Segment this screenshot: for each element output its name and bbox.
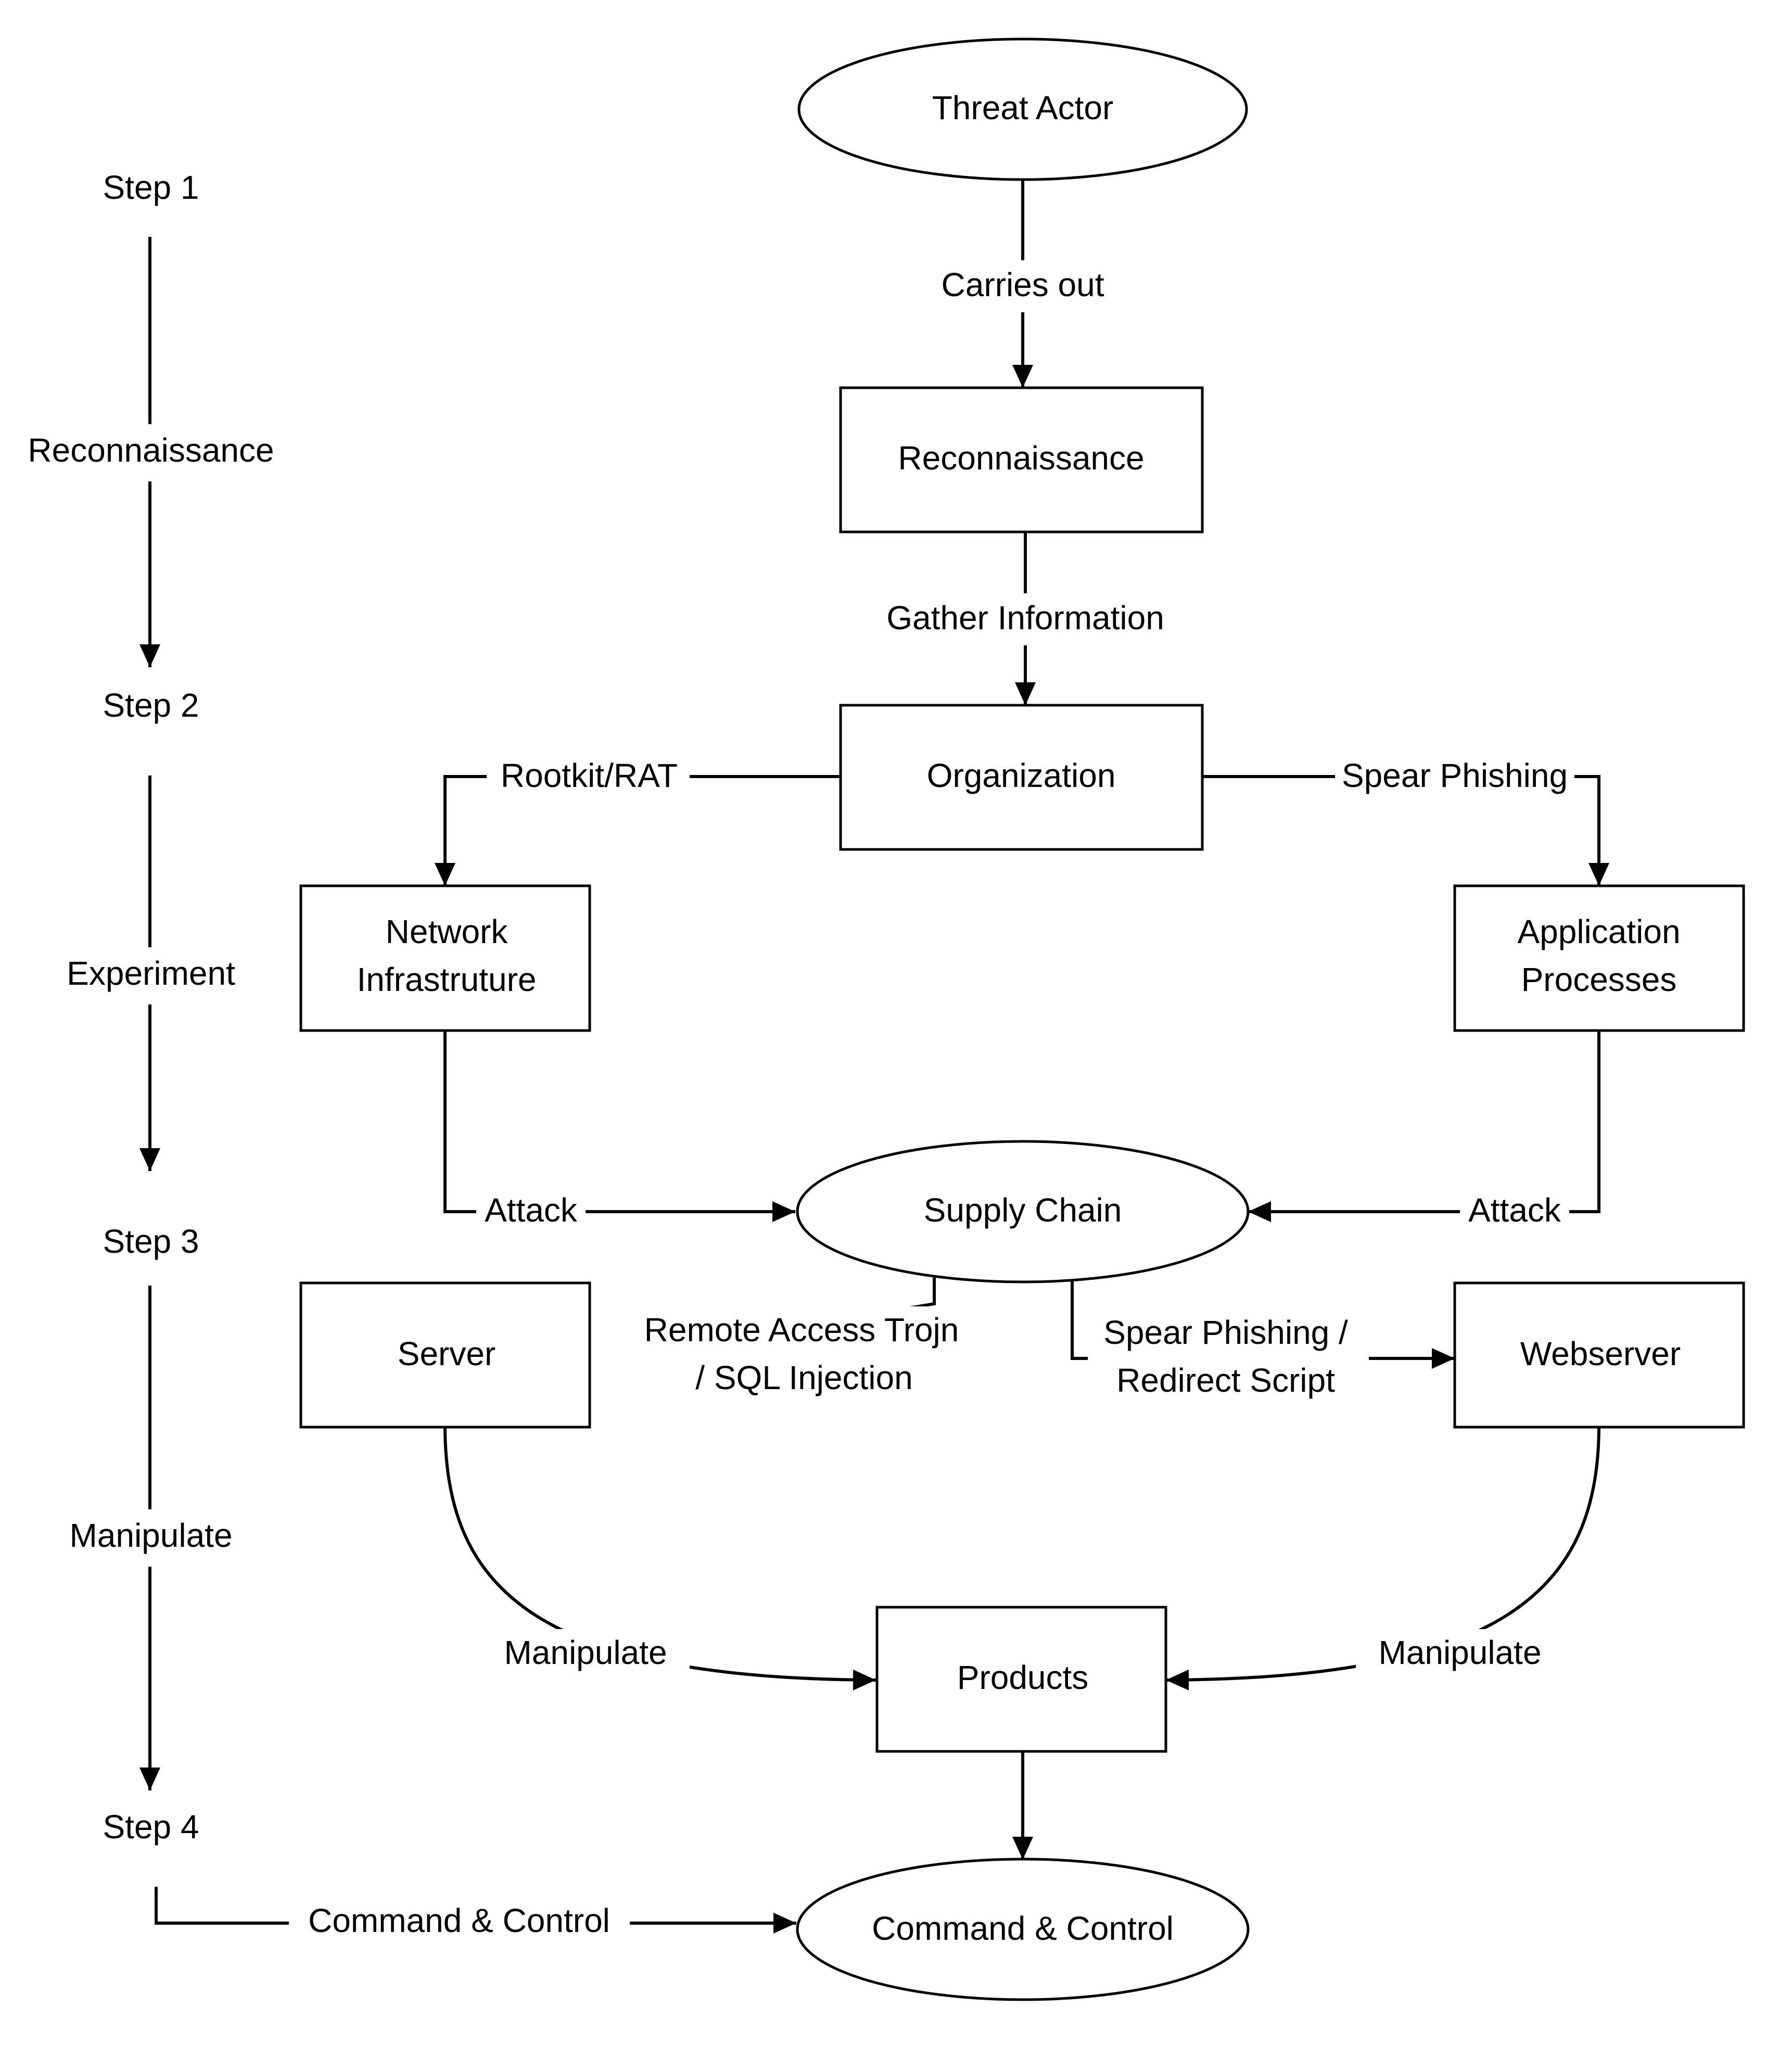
edge-rootkit-rat bbox=[435, 775, 841, 886]
node-supply-chain: Supply Chain bbox=[796, 1140, 1250, 1283]
node-command-control: Command & Control bbox=[796, 1858, 1250, 2001]
node-supply-chain-label: Supply Chain bbox=[924, 1191, 1122, 1229]
edge-label-attack-left: Attack bbox=[485, 1191, 578, 1229]
edge-manipulate-right bbox=[1165, 1426, 1600, 1690]
node-application-processes: Application Processes bbox=[1453, 884, 1745, 1032]
node-organization: Organization bbox=[839, 704, 1204, 851]
step-3-label: Step 3 bbox=[103, 1223, 199, 1260]
edge-label-manipulate-left: Manipulate bbox=[504, 1634, 667, 1671]
edge-spear-phishing bbox=[1202, 775, 1609, 886]
edge-label-attack-right: Attack bbox=[1468, 1191, 1561, 1229]
node-network-infrastructure: Network Infrastruture bbox=[299, 884, 591, 1032]
edge-label-rootkit-rat: Rootkit/RAT bbox=[501, 757, 678, 794]
node-organization-label: Organization bbox=[927, 757, 1116, 794]
node-network-infrastructure-line-2: Infrastruture bbox=[357, 961, 536, 998]
node-server: Server bbox=[299, 1281, 591, 1429]
node-reconnaissance: Reconnaissance bbox=[839, 386, 1204, 533]
edge-manipulate-left bbox=[443, 1426, 876, 1690]
edge-attack-left bbox=[443, 1031, 795, 1222]
phase-reconnaissance-label: Reconnaissance bbox=[28, 431, 274, 469]
edge-label-command-control: Command & Control bbox=[308, 1902, 610, 1939]
node-command-control-label: Command & Control bbox=[872, 1910, 1174, 1947]
node-network-infrastructure-line-1: Network bbox=[386, 913, 509, 950]
phase-manipulate-label: Manipulate bbox=[69, 1517, 232, 1554]
edge-label-remote-access-line-1: Remote Access Trojn bbox=[644, 1311, 959, 1349]
edge-label-manipulate-right: Manipulate bbox=[1378, 1634, 1541, 1671]
phase-experiment-label: Experiment bbox=[67, 955, 235, 992]
edge-label-spear-redirect-line-1: Spear Phishing / bbox=[1103, 1314, 1348, 1351]
step-2-label: Step 2 bbox=[103, 686, 199, 724]
node-webserver-label: Webserver bbox=[1520, 1335, 1681, 1372]
node-threat-actor: Threat Actor bbox=[797, 37, 1248, 181]
nodes: Threat Actor Reconnaissance Organization… bbox=[299, 37, 1745, 2001]
node-server-label: Server bbox=[398, 1335, 496, 1372]
edge-label-remote-access-line-2: / SQL Injection bbox=[695, 1359, 912, 1396]
edge-labels: Carries out Gather Information Rootkit/R… bbox=[289, 260, 1574, 1949]
step-4-label: Step 4 bbox=[103, 1808, 199, 1846]
node-products-label: Products bbox=[957, 1659, 1089, 1696]
edge-label-spear-redirect-line-2: Redirect Script bbox=[1116, 1362, 1335, 1399]
node-application-processes-line-1: Application bbox=[1517, 913, 1680, 950]
edge-label-gather-information: Gather Information bbox=[886, 599, 1164, 637]
node-application-processes-line-2: Processes bbox=[1521, 961, 1677, 998]
node-webserver: Webserver bbox=[1453, 1281, 1745, 1429]
edge-label-carries-out: Carries out bbox=[942, 266, 1104, 303]
node-reconnaissance-label: Reconnaissance bbox=[898, 439, 1144, 477]
node-products: Products bbox=[875, 1606, 1167, 1753]
edge-label-spear-phishing: Spear Phishing bbox=[1342, 757, 1568, 794]
edge-attack-right bbox=[1248, 1031, 1600, 1222]
step-timeline: Step 1 Reconnaissance Step 2 Experiment … bbox=[16, 169, 286, 1846]
node-threat-actor-label: Threat Actor bbox=[932, 89, 1114, 126]
step-1-label: Step 1 bbox=[103, 169, 199, 206]
